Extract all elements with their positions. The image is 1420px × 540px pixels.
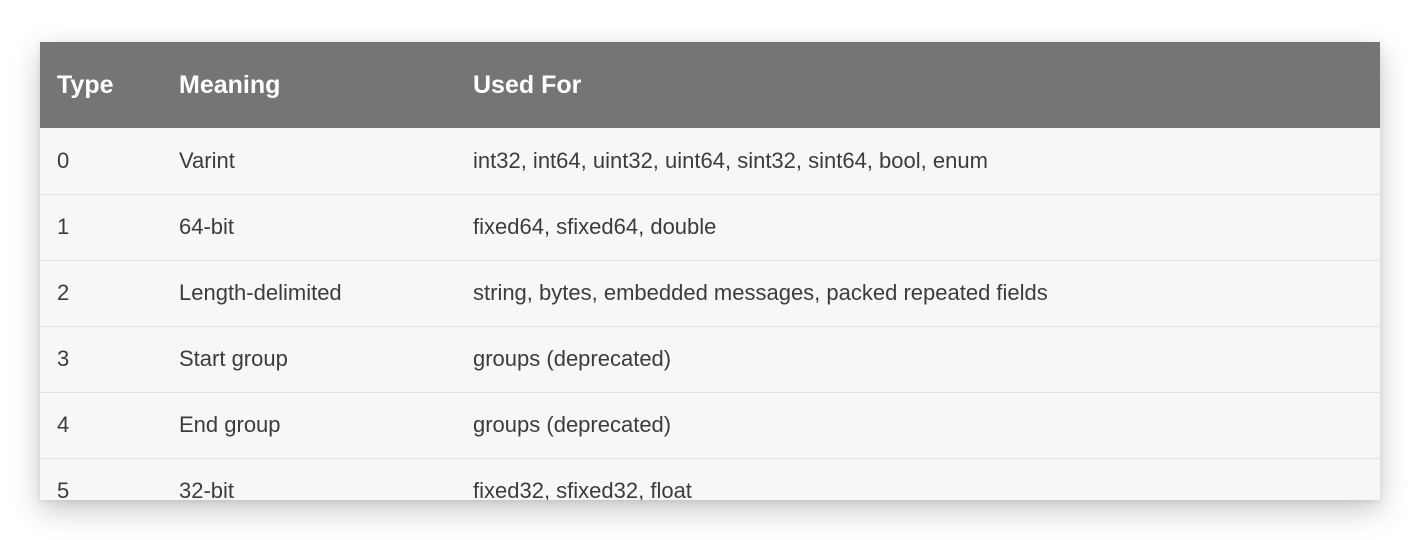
header-row: Type Meaning Used For (40, 42, 1380, 128)
cell-type: 4 (57, 412, 70, 437)
column-header-used-for: Used For (473, 70, 582, 99)
cell-used-for: groups (deprecated) (473, 412, 672, 437)
table-header: Type Meaning Used For (40, 42, 1380, 128)
table-row: 2 Length-delimited string, bytes, embedd… (40, 260, 1380, 326)
cell-meaning: Varint (179, 147, 235, 173)
table-row: 5 32-bit fixed32, sfixed32, float (40, 458, 1380, 500)
cell-used-for: fixed32, sfixed32, float (473, 478, 692, 500)
column-header-meaning: Meaning (179, 70, 281, 99)
cell-type: 0 (57, 147, 70, 173)
table-body: 0 Varint int32, int64, uint32, uint64, s… (40, 128, 1380, 500)
cell-type: 2 (57, 280, 70, 305)
cell-used-for: string, bytes, embedded messages, packed… (473, 280, 1048, 305)
cell-meaning: Start group (179, 346, 288, 371)
cell-type: 1 (57, 214, 70, 239)
cell-meaning: 64-bit (179, 214, 235, 239)
cell-meaning: Length-delimited (179, 280, 342, 305)
cell-type: 3 (57, 346, 70, 371)
cell-used-for: fixed64, sfixed64, double (473, 214, 717, 239)
cell-meaning: End group (179, 412, 281, 437)
cell-used-for: groups (deprecated) (473, 346, 672, 371)
table-row: 3 Start group groups (deprecated) (40, 326, 1380, 392)
cell-meaning: 32-bit (179, 478, 235, 500)
column-header-type: Type (57, 70, 114, 99)
table-row: 4 End group groups (deprecated) (40, 392, 1380, 458)
table-row: 1 64-bit fixed64, sfixed64, double (40, 194, 1380, 260)
cell-used-for: int32, int64, uint32, uint64, sint32, si… (473, 147, 988, 173)
cell-type: 5 (57, 478, 70, 500)
wire-types-table: Type Meaning Used For 0 Varint int32, in… (40, 42, 1380, 500)
table-row: 0 Varint int32, int64, uint32, uint64, s… (40, 128, 1380, 194)
wire-types-table-card: Type Meaning Used For 0 Varint int32, in… (40, 42, 1380, 500)
